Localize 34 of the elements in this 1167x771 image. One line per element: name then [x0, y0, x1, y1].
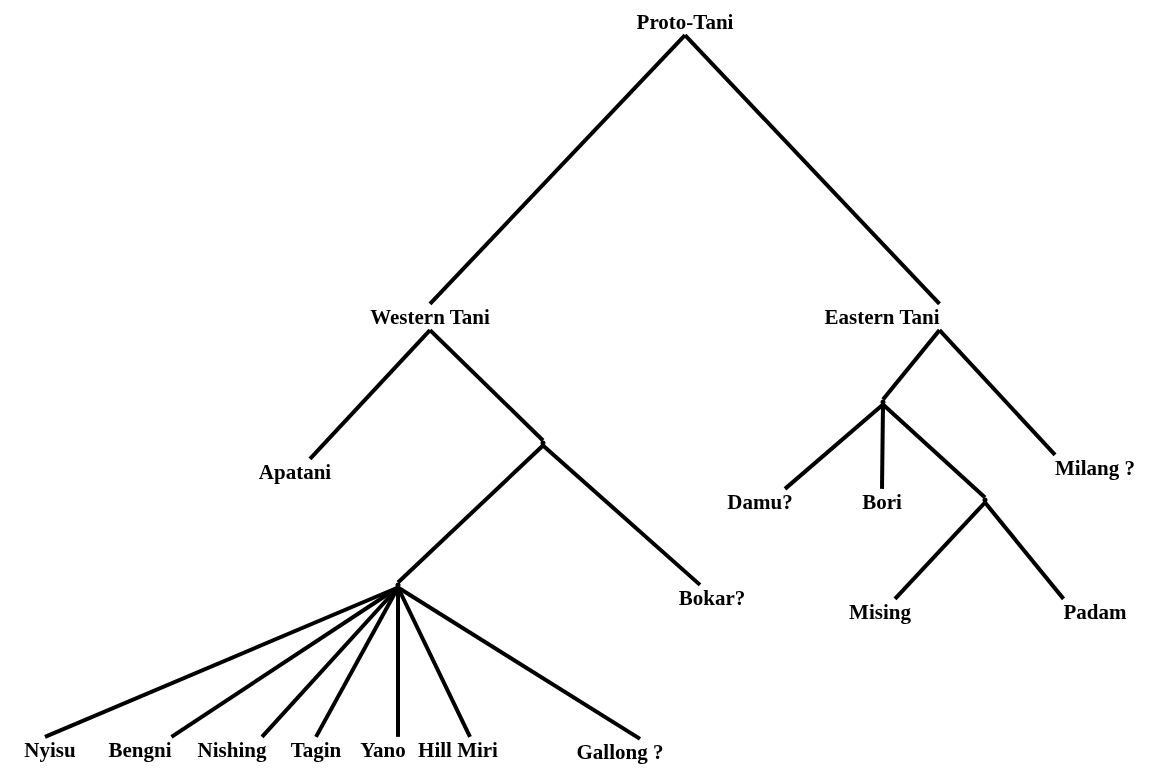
language-label: Hill Miri — [418, 736, 498, 764]
tree-branch-line — [881, 403, 987, 499]
language-label: Mising — [849, 598, 911, 626]
language-label: Milang ? — [1055, 454, 1135, 482]
language-label: Bokar? — [678, 584, 746, 612]
tree-branch-line — [938, 328, 1057, 457]
language-label: Gallong ? — [576, 738, 664, 766]
tree-branch-line — [683, 33, 941, 306]
language-label: Nishing — [197, 736, 267, 764]
language-label: Nyisu — [24, 736, 76, 764]
language-label: Bori — [862, 488, 902, 516]
language-label: Padam — [1063, 598, 1127, 626]
language-label: Proto-Tani — [636, 8, 734, 36]
language-label: Eastern Tani — [824, 303, 940, 331]
language-label: Tagin — [290, 736, 342, 764]
branch-point — [540, 440, 546, 446]
tree-branch-line — [983, 501, 1066, 601]
branch-point — [982, 497, 988, 503]
tree-branch-line — [308, 328, 432, 461]
language-label: Damu? — [727, 488, 793, 516]
tree-branch-line — [541, 444, 702, 587]
language-label: Yano — [360, 736, 406, 764]
language-label: Apatani — [258, 458, 332, 486]
language-label: Western Tani — [370, 303, 490, 331]
branch-point — [395, 582, 401, 588]
tree-branch-line — [428, 328, 545, 442]
tree-branch-line — [396, 585, 642, 741]
language-label: Bengni — [108, 736, 172, 764]
branch-point — [880, 399, 886, 405]
tree-branch-line — [881, 328, 942, 401]
tree-branch-line — [893, 501, 987, 601]
tree-branch-line — [428, 33, 687, 306]
tree-branch-line — [396, 444, 545, 584]
tree-branch-line — [880, 404, 885, 489]
